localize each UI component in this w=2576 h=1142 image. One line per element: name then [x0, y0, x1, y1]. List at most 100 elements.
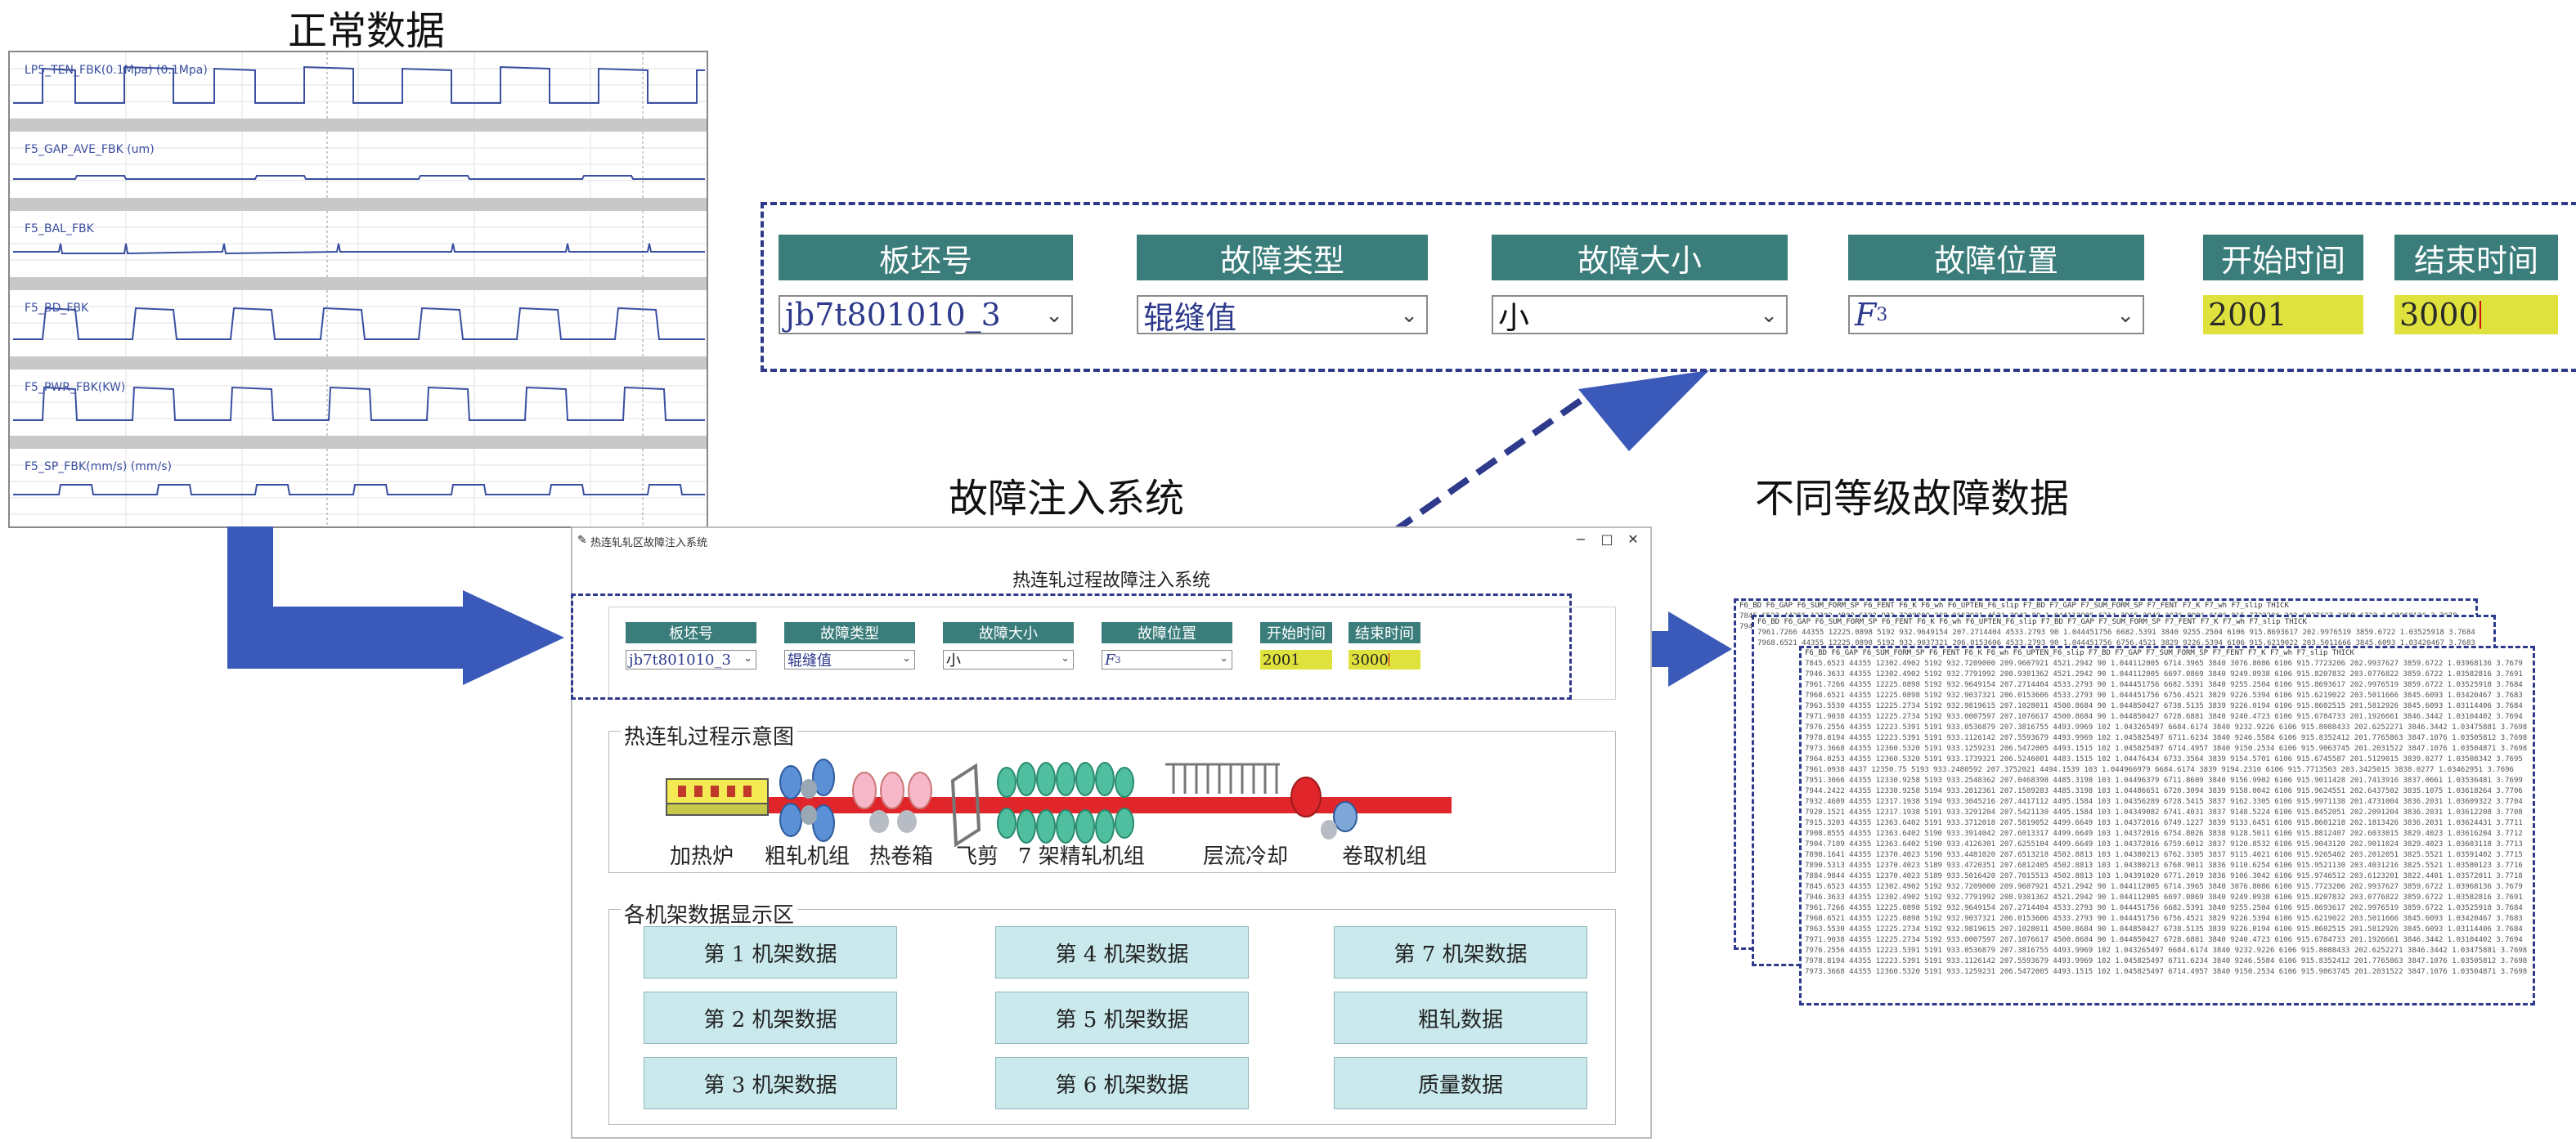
header-fault-size: 故障大小 — [1492, 235, 1788, 280]
zoom-arrow-head — [1578, 370, 1709, 451]
table-row: 7973.3668 44355 12360.5320 5191 933.1259… — [1805, 745, 2528, 753]
quality-data-button[interactable]: 质量数据 — [1334, 1057, 1587, 1109]
maximize-button[interactable]: □ — [1600, 531, 1613, 547]
fault-type-value: 辊缝值 — [1143, 299, 1237, 336]
signal-trace-chart — [10, 290, 707, 356]
sheet-middle-header: F6_BD F6_GAP F6_SUM_FORM_SP F6_FENT F6_K… — [1757, 618, 2307, 626]
label-coil-box: 热卷箱 — [869, 844, 934, 869]
window-title: 热连轧轧区故障注入系统 — [590, 537, 708, 549]
fault-type-select[interactable]: 辊缝值 ⌄ — [1137, 295, 1428, 336]
stand-group-title: 各机架数据显示区 — [621, 898, 798, 929]
slab-id-value-small: jb7t801010_3 — [629, 651, 731, 669]
start-time-input[interactable]: 2001 — [2203, 295, 2363, 334]
chevron-down-icon: ⌄ — [743, 652, 752, 665]
parameter-highlight-box — [571, 593, 1572, 700]
fault-injection-app-window: ✎ 热连轧轧区故障注入系统 − □ ✕ 热连轧过程故障注入系统 板坯号 故障类型… — [571, 526, 1652, 1139]
table-row: 7976.2556 44355 12223.5391 5191 933.0536… — [1805, 723, 2528, 732]
stand-6-data-button[interactable]: 第 6 机架数据 — [995, 1057, 1249, 1109]
fault-size-select[interactable]: 小 ⌄ — [1492, 295, 1788, 336]
hot-rolling-process-diagram — [666, 759, 1452, 848]
table-row: 7971.9038 44355 12225.2734 5192 933.0007… — [1805, 936, 2523, 944]
header-fault-type: 故障类型 — [1137, 235, 1428, 280]
header-slab-id-small: 板坯号 — [626, 622, 756, 643]
stand-1-data-button[interactable]: 第 1 机架数据 — [644, 926, 897, 979]
stand-7-data-button[interactable]: 第 7 机架数据 — [1334, 926, 1587, 979]
fault-data-title: 不同等级故障数据 — [1755, 476, 2070, 522]
header-end-time: 结束时间 — [2394, 235, 2558, 280]
stand-data-group: 各机架数据显示区 第 1 机架数据 第 4 机架数据 第 7 机架数据 第 2 … — [608, 898, 1616, 1125]
end-time-input[interactable]: 3000 — [2394, 295, 2558, 334]
table-row: 7884.9844 44355 12370.4023 5189 933.5016… — [1805, 872, 2523, 880]
table-row: 7961.0938 4437 12350.75 5193 933.2480592… — [1805, 766, 2514, 774]
table-row: 7908.8555 44355 12363.6402 5190 933.3914… — [1805, 830, 2523, 838]
fault-size-select-small[interactable]: 小 ⌄ — [943, 650, 1074, 670]
table-row: 7963.5530 44355 12225.2734 5192 932.9819… — [1805, 925, 2523, 934]
table-row: 7944.2422 44355 12330.9258 5194 933.2812… — [1805, 787, 2523, 795]
furnace-icon — [666, 778, 769, 816]
stand-2-data-button[interactable]: 第 2 机架数据 — [644, 992, 897, 1044]
signal-trace-chart — [10, 132, 707, 198]
table-row: 7961.7266 44355 12225.0898 5192 932.9649… — [1805, 904, 2523, 912]
fault-data-sheet-front: F6_BD F6_GAP F6_SUM_FORM_SP F6_FENT F6_K… — [1799, 646, 2535, 1005]
table-row: 7978.8194 44355 12223.5391 5191 933.1126… — [1805, 957, 2528, 965]
chevron-down-icon: ⌄ — [1045, 303, 1063, 328]
label-coiler: 卷取机组 — [1342, 844, 1428, 869]
table-row: 7968.6521 44355 12225.0898 5192 932.9037… — [1805, 692, 2523, 700]
table-row: 7932.4609 44355 12317.1938 5194 933.3045… — [1805, 798, 2523, 806]
fault-position-subscript: 3 — [1876, 304, 1888, 325]
slab-id-select-small[interactable]: jb7t801010_3 ⌄ — [626, 650, 756, 670]
chevron-down-icon: ⌄ — [902, 652, 911, 665]
stand-5-data-button[interactable]: 第 5 机架数据 — [995, 992, 1249, 1044]
table-row: 7968.6521 44355 12225.0898 5192 932.9037… — [1805, 915, 2523, 923]
zoom-dashed-arrow — [1306, 387, 1597, 594]
table-row: 7915.3203 44355 12363.6402 5191 933.3712… — [1805, 819, 2523, 827]
header-fault-position: 故障位置 — [1848, 235, 2144, 280]
signal-trace-chart — [10, 449, 707, 526]
table-row: 7890.5313 44355 12370.4023 5189 933.4720… — [1805, 862, 2523, 870]
start-time-input-small[interactable]: 2001 — [1260, 650, 1332, 670]
label-flying-shear: 飞剪 — [956, 844, 999, 869]
table-row: 7964.0253 44355 12360.5320 5191 933.1739… — [1805, 755, 2523, 764]
minimize-button[interactable]: − — [1575, 531, 1586, 547]
table-row: 7946.3633 44355 12302.4902 5192 932.7791… — [1805, 670, 2523, 678]
header-fault-type-small: 故障类型 — [784, 622, 915, 643]
process-group-title: 热连轧过程示意图 — [621, 720, 798, 750]
end-time-input-small[interactable]: 3000 — [1349, 650, 1420, 670]
signal-label: F5_GAP_AVE_FBK (um) — [25, 143, 155, 156]
fault-type-value-small: 辊缝值 — [788, 652, 832, 670]
fault-injection-title: 故障注入系统 — [949, 476, 1185, 522]
signal-label: F5_PWR_FBK(KW) — [25, 381, 126, 394]
table-row: 7920.1521 44355 12317.1938 5191 933.3291… — [1805, 808, 2523, 817]
fault-type-select-small[interactable]: 辊缝值 ⌄ — [784, 650, 915, 670]
end-time-value: 3000 — [2399, 297, 2479, 333]
slab-id-select[interactable]: jb7t801010_3 ⌄ — [779, 295, 1073, 334]
header-end-time-small: 结束时间 — [1349, 622, 1420, 643]
feather-icon: ✎ — [577, 534, 587, 547]
close-button[interactable]: ✕ — [1627, 531, 1639, 547]
signal-trace-chart — [10, 369, 707, 436]
signal-trace-chart — [10, 52, 707, 119]
roughing-data-button[interactable]: 粗轧数据 — [1334, 992, 1587, 1044]
process-diagram-group: 热连轧过程示意图 — [608, 720, 1616, 873]
normal-data-panel: LP5_TEN_FBK(0.1Mpa) (0.1Mpa) F5_GAP_AVE_… — [8, 51, 708, 528]
header-slab-id: 板坯号 — [779, 235, 1073, 280]
stand-4-data-button[interactable]: 第 4 机架数据 — [995, 926, 1249, 979]
table-row: 7973.3668 44355 12360.5320 5191 933.1259… — [1805, 968, 2528, 976]
table-row: 7951.3066 44355 12330.9258 5193 933.2548… — [1805, 777, 2523, 785]
slab-id-value: jb7t801010_3 — [785, 297, 1001, 333]
window-titlebar: ✎ 热连轧轧区故障注入系统 − □ ✕ — [572, 528, 1650, 553]
table-row: 7845.6523 44355 12302.4902 5192 932.7209… — [1805, 660, 2523, 668]
table-row: 7963.5530 44355 12225.2734 5192 932.9819… — [1805, 702, 2523, 710]
coil-box-icon — [852, 772, 932, 833]
signal-trace-row: F5_BD_FBK — [10, 290, 707, 369]
label-roughing-mill: 粗轧机组 — [765, 844, 850, 869]
fault-position-value-small: F — [1105, 651, 1115, 669]
table-row: 7968.6521 44355 12225.0898 5192 932.9037… — [1757, 639, 2475, 647]
roughing-mill-icon — [779, 759, 835, 842]
text-caret — [2479, 301, 2481, 329]
stand-3-data-button[interactable]: 第 3 机架数据 — [644, 1057, 897, 1109]
table-row: 7971.9038 44355 12225.2734 5192 933.0007… — [1805, 713, 2523, 721]
